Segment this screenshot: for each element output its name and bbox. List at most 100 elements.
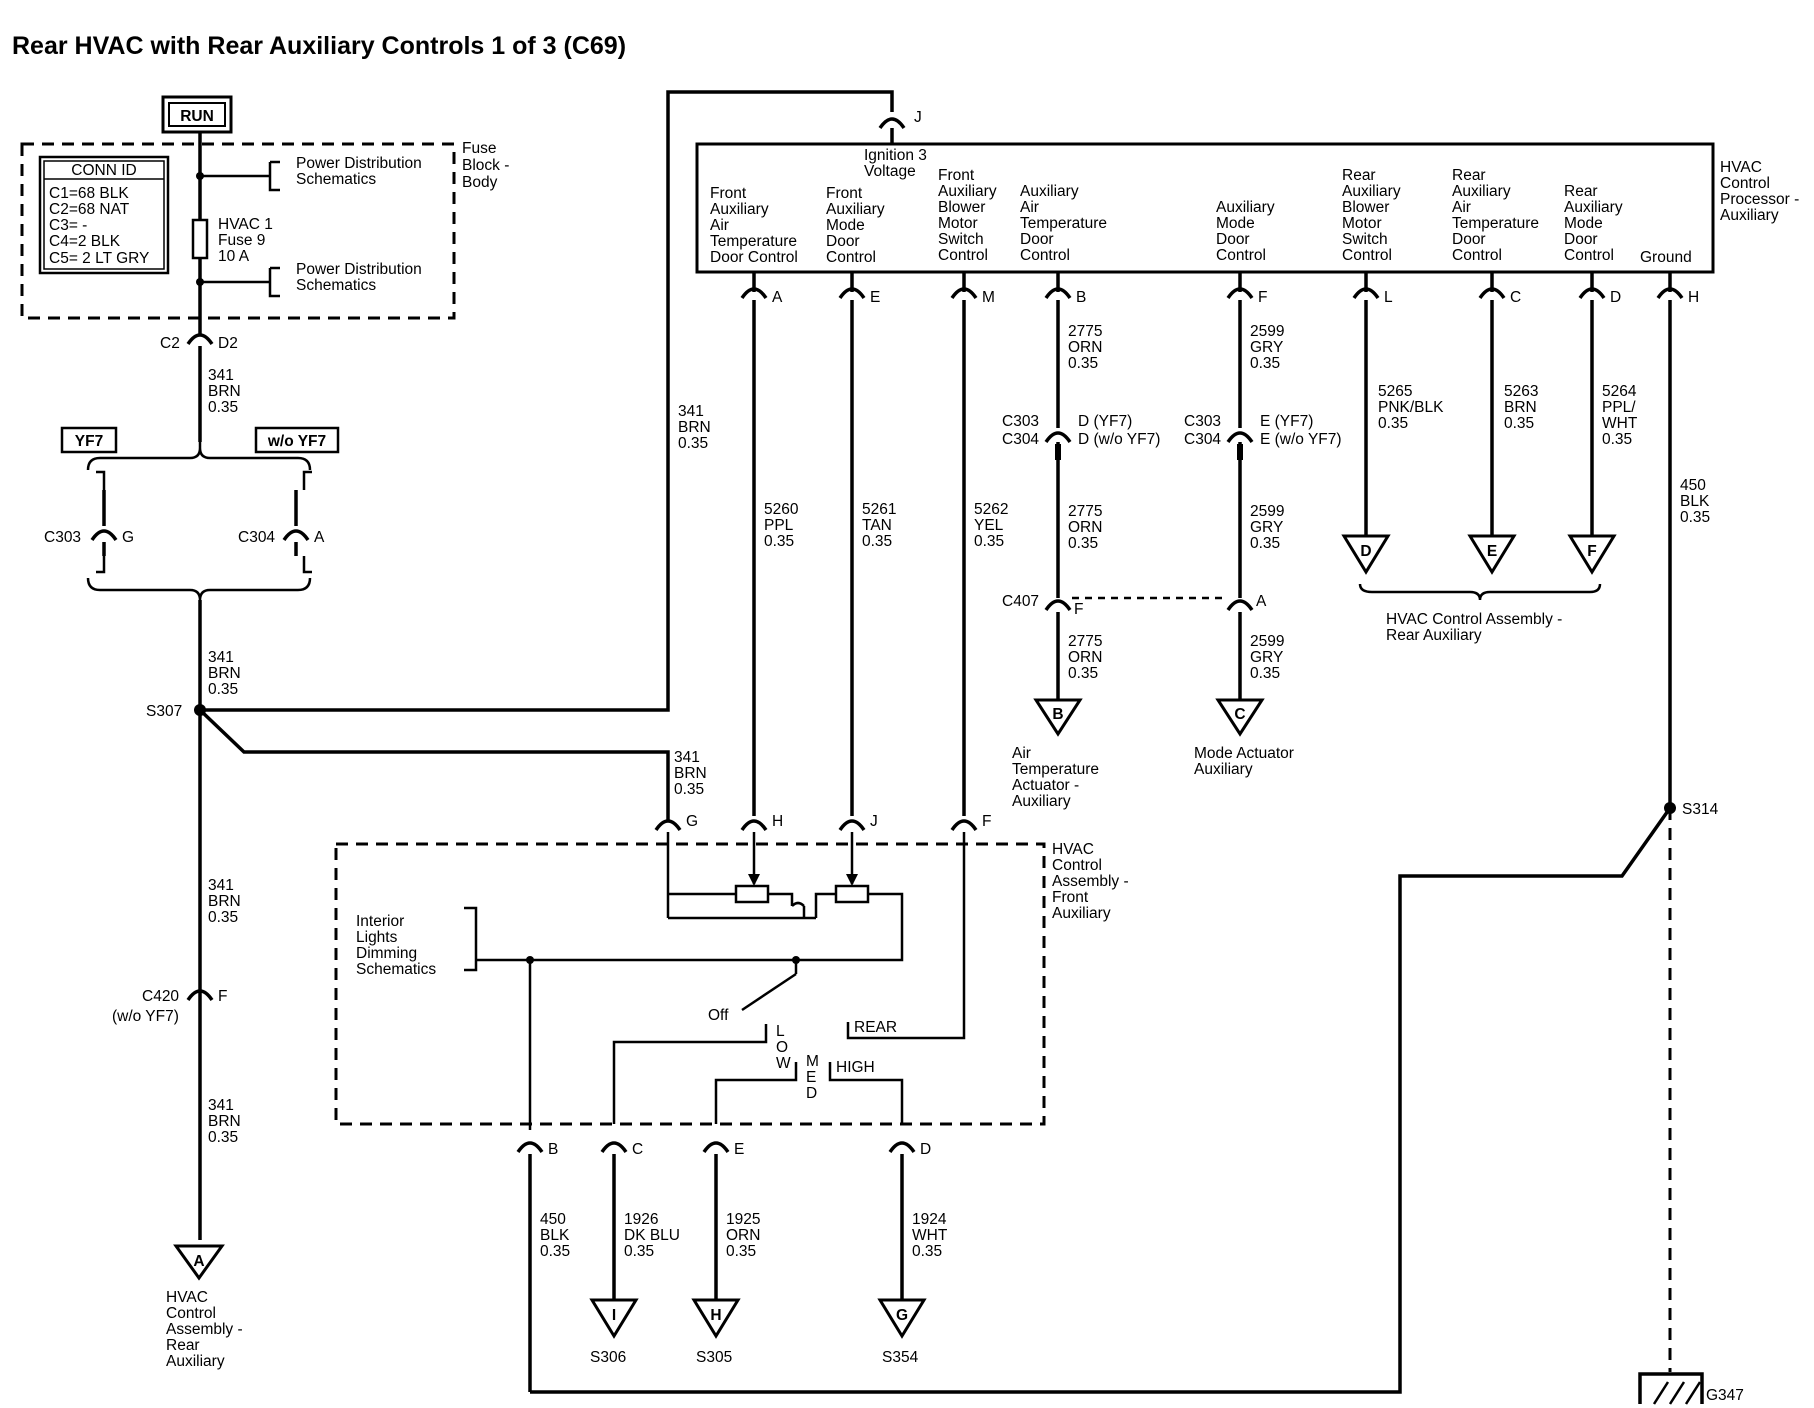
- svg-text:Fuse 9: Fuse 9: [218, 232, 265, 249]
- conn-id-row: C2=68 NAT: [49, 201, 130, 218]
- svg-text:Auxiliary: Auxiliary: [938, 183, 997, 200]
- svg-text:Auxiliary: Auxiliary: [1216, 199, 1275, 216]
- processor-label: HVAC Control Processor - Auxiliary: [1720, 159, 1799, 224]
- svg-text:B: B: [1076, 289, 1086, 306]
- svg-text:Motor: Motor: [1342, 215, 1382, 232]
- svg-text:Front: Front: [710, 185, 747, 202]
- processor-pin-label: Rear Auxiliary Air Temperature Door Cont…: [1452, 167, 1539, 264]
- wire-1924-label: 1924 WHT 0.35: [912, 1211, 948, 1260]
- svg-text:Front: Front: [1052, 889, 1089, 906]
- svg-text:Blower: Blower: [1342, 199, 1389, 216]
- svg-text:5262: 5262: [974, 501, 1008, 518]
- processor-pin-label: Front Auxiliary Air Temperature Door Con…: [710, 185, 798, 266]
- conn-id-row: C1=68 BLK: [49, 185, 129, 202]
- conn-id-row: C3= -: [49, 217, 87, 234]
- svg-text:Ignition 3: Ignition 3: [864, 147, 927, 164]
- svg-text:Control: Control: [826, 249, 876, 266]
- svg-text:341: 341: [678, 403, 704, 420]
- conn-id-row: C5= 2 LT GRY: [49, 250, 149, 267]
- c304-label: C304: [1184, 431, 1221, 448]
- svg-text:H: H: [1688, 289, 1699, 306]
- c304-label: C304: [238, 529, 275, 546]
- wire-2599-label: 2599 GRY 0.35: [1250, 633, 1284, 682]
- wire-450-label: 450 BLK 0.35: [540, 1211, 570, 1260]
- svg-text:Mode: Mode: [1564, 215, 1603, 232]
- ref-g: G: [896, 1307, 908, 1324]
- wire-2599-label: 2599 GRY 0.35: [1250, 503, 1284, 552]
- ref-i: I: [612, 1307, 616, 1324]
- svg-text:0.35: 0.35: [1378, 415, 1408, 432]
- svg-text:2775: 2775: [1068, 633, 1102, 650]
- mode-actuator-label: Mode Actuator Auxiliary: [1194, 745, 1294, 778]
- svg-text:0.35: 0.35: [862, 533, 892, 550]
- svg-text:Schematics: Schematics: [296, 171, 376, 188]
- svg-text:0.35: 0.35: [1680, 509, 1710, 526]
- svg-text:Control: Control: [166, 1305, 216, 1322]
- svg-text:F: F: [1258, 289, 1267, 306]
- air-temp-actuator-label: Air Temperature Actuator - Auxiliary: [1012, 745, 1099, 810]
- ref-f: F: [1587, 543, 1596, 560]
- svg-text:Switch: Switch: [1342, 231, 1388, 248]
- svg-text:Door: Door: [1216, 231, 1250, 248]
- s306-label: S306: [590, 1349, 626, 1366]
- switch-high-label: HIGH: [836, 1059, 875, 1076]
- svg-text:H: H: [772, 813, 783, 830]
- wo-yf7-badge: w/o YF7: [254, 426, 340, 454]
- svg-text:5263: 5263: [1504, 383, 1538, 400]
- potentiometer: [734, 884, 770, 904]
- svg-text:Control: Control: [1216, 247, 1266, 264]
- svg-text:Temperature: Temperature: [710, 233, 797, 250]
- svg-text:F: F: [982, 813, 991, 830]
- processor-pin-label: Rear Auxiliary Mode Door Control: [1564, 183, 1623, 264]
- svg-text:0.35: 0.35: [624, 1243, 654, 1260]
- svg-text:Assembly -: Assembly -: [1052, 873, 1129, 890]
- svg-text:Schematics: Schematics: [296, 277, 376, 294]
- svg-text:Schematics: Schematics: [356, 961, 436, 978]
- front-assembly-label: HVAC Control Assembly - Front Auxiliary: [1052, 841, 1129, 922]
- svg-text:Auxiliary: Auxiliary: [1012, 793, 1071, 810]
- svg-text:Control: Control: [1720, 175, 1770, 192]
- processor-pin-label: Front Auxiliary Mode Door Control: [826, 185, 885, 266]
- svg-text:0.35: 0.35: [674, 781, 704, 798]
- wire-450-label: 450 BLK 0.35: [1680, 477, 1710, 526]
- yf7-badge: YF7: [60, 426, 118, 454]
- page-title: Rear HVAC with Rear Auxiliary Controls 1…: [12, 32, 626, 60]
- conn-id-row: C4=2 BLK: [49, 233, 121, 250]
- ref-e: E: [1487, 543, 1497, 560]
- c303-label: C303: [1184, 413, 1221, 430]
- wire-341-label: 341 BRN 0.35: [208, 649, 241, 698]
- svg-text:Voltage: Voltage: [864, 163, 916, 180]
- svg-text:0.35: 0.35: [1068, 355, 1098, 372]
- svg-text:Temperature: Temperature: [1452, 215, 1539, 232]
- svg-text:Auxiliary: Auxiliary: [1452, 183, 1511, 200]
- svg-text:D: D: [920, 1141, 931, 1158]
- svg-text:Temperature: Temperature: [1012, 761, 1099, 778]
- hvac-processor-box: [695, 142, 1715, 274]
- svg-text:HVAC: HVAC: [1720, 159, 1762, 176]
- svg-text:HVAC Control Assembly -: HVAC Control Assembly -: [1386, 611, 1562, 628]
- hvac-rear-a-label: HVAC Control Assembly - Rear Auxiliary: [166, 1289, 243, 1370]
- wire-341-label: 341 BRN 0.35: [674, 749, 707, 798]
- svg-text:Air: Air: [1452, 199, 1471, 216]
- ref-c: C: [1234, 706, 1245, 723]
- svg-text:O: O: [776, 1039, 788, 1056]
- svg-text:GRY: GRY: [1250, 649, 1283, 666]
- svg-text:0.35: 0.35: [726, 1243, 756, 1260]
- wire-2599-label: 2599 GRY 0.35: [1250, 323, 1284, 372]
- front-assembly-bottom-pins: B C E D: [516, 1141, 931, 1158]
- ref-d: D: [1360, 543, 1371, 560]
- svg-text:BRN: BRN: [1504, 399, 1537, 416]
- svg-text:M: M: [806, 1053, 819, 1070]
- svg-text:PPL: PPL: [764, 517, 794, 534]
- wire-5265-label: 5265 PNK/BLK 0.35: [1378, 383, 1444, 432]
- svg-text:5260: 5260: [764, 501, 799, 518]
- svg-text:C: C: [632, 1141, 643, 1158]
- wire-2775-label: 2775 ORN 0.35: [1068, 323, 1102, 372]
- interior-lights-label: Interior Lights Dimming Schematics: [356, 913, 436, 978]
- svg-text:Dimming: Dimming: [356, 945, 417, 962]
- wire-341-label: 341 BRN 0.35: [208, 1097, 241, 1146]
- svg-text:Auxiliary: Auxiliary: [710, 201, 769, 218]
- svg-text:5265: 5265: [1378, 383, 1412, 400]
- svg-text:5264: 5264: [1602, 383, 1637, 400]
